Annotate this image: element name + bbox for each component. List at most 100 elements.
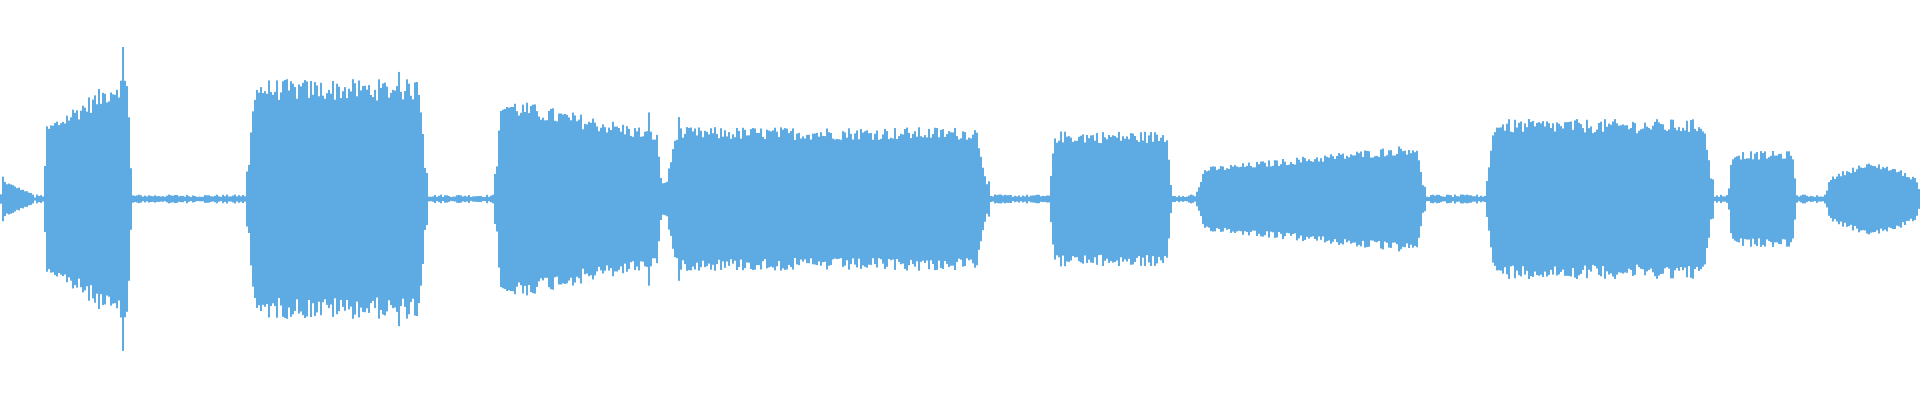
waveform-bar bbox=[1440, 196, 1442, 203]
waveform-bar bbox=[1646, 126, 1648, 272]
waveform-bar bbox=[184, 196, 186, 202]
waveform-bar bbox=[218, 196, 220, 202]
waveform-bar bbox=[412, 99, 414, 299]
waveform-bar bbox=[222, 194, 224, 204]
waveform-bar bbox=[328, 89, 330, 309]
waveform-bar bbox=[236, 196, 238, 202]
waveform-bar bbox=[0, 194, 2, 204]
waveform-bar bbox=[1814, 196, 1816, 202]
waveform-bar bbox=[532, 104, 534, 294]
waveform-bar bbox=[1144, 131, 1146, 267]
waveform-bar bbox=[1158, 141, 1160, 257]
waveform-bar bbox=[66, 115, 68, 283]
waveform-bar bbox=[1286, 165, 1288, 233]
waveform-bar bbox=[1794, 178, 1796, 220]
waveform-bar bbox=[406, 79, 408, 319]
waveform-bar bbox=[42, 196, 44, 202]
waveform-bar bbox=[288, 90, 290, 308]
waveform-bar bbox=[216, 194, 218, 204]
waveform-bar bbox=[742, 127, 744, 271]
waveform-bar bbox=[1142, 140, 1144, 258]
waveform-bar bbox=[282, 81, 284, 317]
waveform-bar bbox=[914, 131, 916, 267]
waveform-bar bbox=[1866, 164, 1868, 234]
waveform-bar bbox=[272, 94, 274, 304]
waveform-bar bbox=[1078, 136, 1080, 262]
waveform-bar bbox=[672, 149, 674, 249]
waveform-bar bbox=[1564, 122, 1566, 276]
waveform-bar bbox=[544, 120, 546, 278]
waveform-bar bbox=[142, 196, 144, 202]
waveform-bar bbox=[1336, 156, 1338, 243]
waveform-bar bbox=[760, 128, 762, 270]
waveform-bar bbox=[1654, 121, 1656, 277]
waveform-bar bbox=[1034, 195, 1036, 203]
waveform-bar bbox=[248, 164, 250, 233]
waveform-bar bbox=[1514, 119, 1516, 279]
waveform-bar bbox=[492, 194, 494, 204]
waveform-bar bbox=[78, 119, 80, 279]
waveform-bar bbox=[1104, 137, 1106, 261]
waveform-bar bbox=[114, 94, 116, 304]
waveform-bar bbox=[1064, 131, 1066, 267]
waveform-bar bbox=[56, 121, 58, 277]
waveform-bar bbox=[1072, 141, 1074, 257]
waveform-bar bbox=[1584, 132, 1586, 266]
waveform-bar bbox=[1754, 153, 1756, 245]
waveform-bar bbox=[1696, 131, 1698, 267]
waveform-bar bbox=[1192, 195, 1194, 203]
waveform-bar bbox=[1708, 160, 1710, 238]
waveform-bar bbox=[182, 195, 184, 203]
waveform-bar bbox=[1386, 155, 1388, 243]
waveform-bar bbox=[1202, 173, 1204, 225]
waveform-bar bbox=[1118, 131, 1120, 266]
waveform-bar bbox=[1268, 160, 1270, 238]
waveform-bar bbox=[202, 196, 204, 202]
waveform-bar bbox=[938, 137, 940, 261]
waveform-bar bbox=[1800, 195, 1802, 203]
waveform-bar bbox=[1636, 133, 1638, 265]
waveform-bar bbox=[1370, 157, 1372, 241]
waveform-bar bbox=[246, 171, 248, 227]
waveform-bar bbox=[1580, 124, 1582, 274]
waveform-bar bbox=[442, 196, 444, 201]
waveform-bar bbox=[250, 132, 252, 266]
waveform-bar bbox=[1022, 195, 1024, 203]
waveform-bar bbox=[1206, 171, 1208, 227]
waveform-bar bbox=[390, 92, 392, 306]
waveform-bar bbox=[74, 112, 76, 286]
waveform-bar bbox=[1380, 149, 1382, 249]
waveform-bar bbox=[1522, 131, 1524, 267]
waveform-bar bbox=[1428, 197, 1430, 201]
waveform-bar bbox=[1736, 156, 1738, 242]
waveform-bar bbox=[1622, 124, 1624, 274]
waveform-bar bbox=[750, 129, 752, 269]
waveform-bar bbox=[730, 138, 732, 260]
waveform-bar bbox=[1498, 127, 1500, 271]
waveform-bar bbox=[1838, 173, 1840, 225]
waveform-bar bbox=[1896, 172, 1898, 226]
waveform-bar bbox=[1690, 120, 1692, 278]
waveform-bar bbox=[998, 194, 1000, 204]
waveform-bar bbox=[26, 191, 28, 207]
waveform-bar bbox=[1128, 139, 1130, 259]
waveform-bar bbox=[310, 81, 312, 318]
waveform-bar bbox=[778, 137, 780, 261]
waveform-bar bbox=[1502, 124, 1504, 274]
waveform-bar bbox=[950, 132, 952, 266]
waveform-bar bbox=[872, 139, 874, 259]
waveform-bar bbox=[906, 127, 908, 271]
waveform-bar bbox=[176, 195, 178, 203]
waveform-bar bbox=[444, 195, 446, 203]
waveform-bar bbox=[1700, 128, 1702, 270]
waveform-bar bbox=[786, 128, 788, 270]
waveform-bar bbox=[708, 134, 710, 264]
waveform-bar bbox=[1330, 154, 1332, 244]
waveform-bar bbox=[1116, 137, 1118, 261]
waveform-bar bbox=[174, 195, 176, 204]
waveform-bar bbox=[1404, 150, 1406, 248]
waveform-bar bbox=[276, 80, 278, 318]
waveform-bar bbox=[240, 196, 242, 202]
waveform-bar bbox=[578, 119, 580, 279]
waveform-bar bbox=[98, 89, 100, 309]
